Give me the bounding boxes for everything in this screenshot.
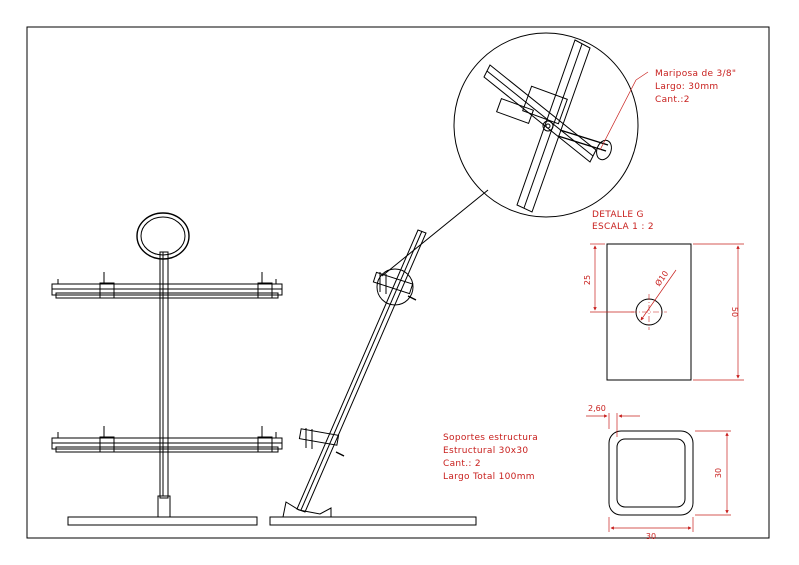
front-base-plate [67,516,258,526]
callout-line-3: Cant.:2 [655,95,690,105]
front-vertical-post [159,251,169,499]
tube-outer [608,430,694,516]
supports-note: Soportes estructura Estructural 30x30 Ca… [443,433,538,482]
tube-height-label: 30 [714,468,723,478]
plate-height-label: 50 [730,307,739,317]
detail-title-line-2: ESCALA 1 : 2 [592,222,654,232]
callout-line-2: Largo: 30mm [655,82,718,92]
front-lower-arm [51,426,283,453]
tube-width-label: 30 [646,532,656,541]
side-view [269,189,489,526]
callout-line-1: Mariposa de 3/8" [655,69,736,79]
plate-hole-offset-label: 25 [583,275,592,285]
supports-note-line-1: Soportes estructura [443,433,538,443]
detail-g-circle [453,32,639,218]
front-upper-arm [51,272,283,299]
sheet-border [26,26,770,539]
detail-callout-note: Mariposa de 3/8" Largo: 30mm Cant.:2 [655,69,736,105]
detail-g-view [453,32,649,218]
front-base-stub [157,495,171,518]
front-view [51,212,283,526]
tube-section [586,413,731,532]
side-lower-bracket [298,428,345,457]
supports-note-line-2: Estructural 30x30 [443,446,528,456]
side-upper-bracket [372,271,417,301]
plate-drawing [590,243,744,381]
plate-hole-diameter-label: Ø10 [653,269,671,288]
side-base-wedge [282,501,332,518]
front-ring [136,212,190,260]
supports-note-line-4: Largo Total 100mm [443,472,535,482]
detail-title: DETALLE G ESCALA 1 : 2 [592,210,654,232]
supports-note-line-3: Cant.: 2 [443,459,481,469]
tube-wall-label: 2,60 [588,404,606,413]
side-inclined-post [296,229,427,513]
detail-g-marker [376,268,414,306]
detail-title-line-1: DETALLE G [592,210,644,220]
side-base-plate [269,516,477,526]
tube-inner [616,438,686,508]
